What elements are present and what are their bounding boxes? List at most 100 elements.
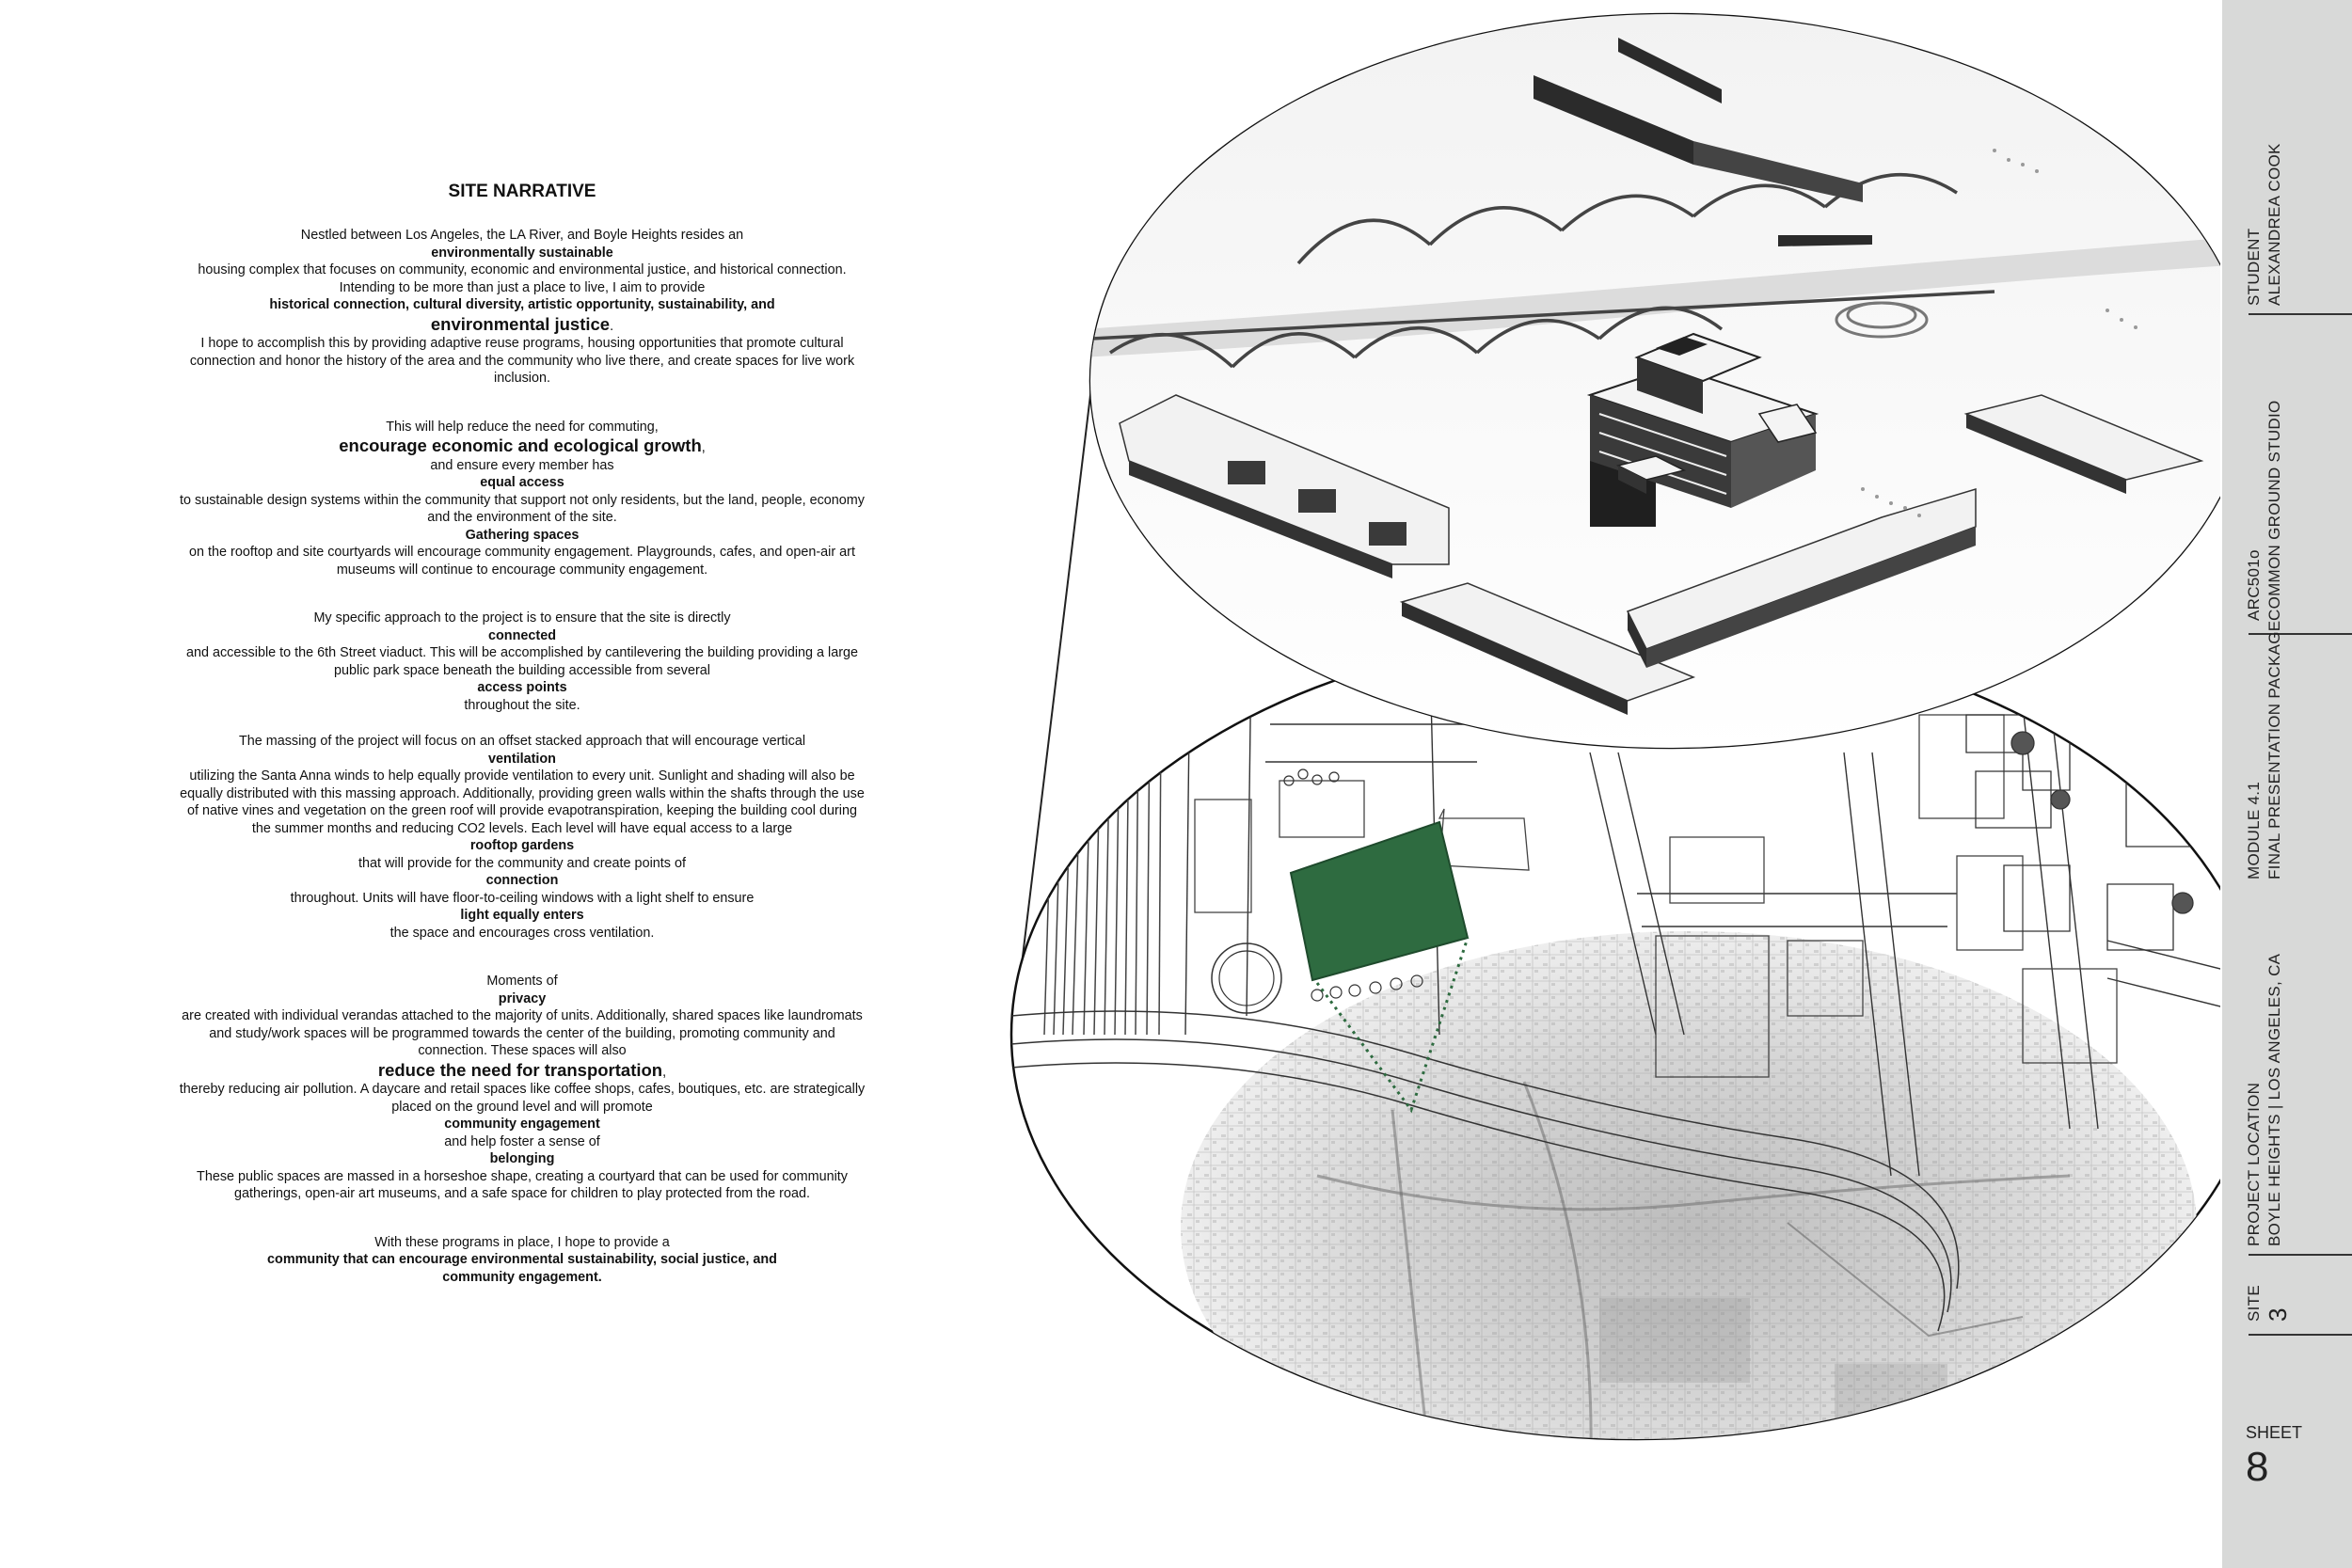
viaduct (1090, 173, 1995, 369)
narrative-paragraph-4: The massing of the project will focus on… (141, 733, 903, 942)
narrative-emphasis: historical connection, cultural diversit… (269, 297, 775, 312)
narrative-text: museums will continue to encourage commu… (336, 562, 708, 578)
sheet-label: SHEET (2246, 1423, 2303, 1442)
narrative-text: and help foster a sense of (444, 1133, 600, 1149)
narrative-text: Nestled between Los Angeles, the LA Rive… (300, 228, 744, 243)
narrative-emphasis: reduce the need for transportation (377, 1059, 663, 1080)
narrative-text: the space and encourages cross ventilati… (389, 925, 655, 941)
narrative-text: housing complex that focuses on communit… (198, 262, 847, 277)
narrative-text: The massing of the project will focus on… (238, 734, 806, 749)
narrative-text: are created with individual verandas att… (182, 1008, 863, 1023)
narrative-text: With these programs in place, I hope to … (374, 1234, 670, 1250)
narrative-text: and study/work spaces will be programmed… (209, 1025, 835, 1041)
title-block-divider (2249, 1334, 2352, 1336)
site-label: SITE (2245, 1285, 2263, 1322)
narrative-emphasis: environmentally sustainable (431, 245, 613, 261)
location-info: PROJECT LOCATION BOYLE HEIGHTS | LOS ANG… (2244, 954, 2285, 1246)
cylinder-edge-left (1015, 371, 1094, 1012)
narrative-paragraph-3: My specific approach to the project is t… (141, 610, 903, 714)
narrative-text: and ensure every member has (430, 457, 614, 473)
tree-symbols (1283, 768, 1423, 1002)
spiral-ramp (1835, 301, 1929, 339)
model-trees (1861, 149, 2137, 517)
narrative-text: and accessible to the 6th Street viaduct… (185, 645, 859, 660)
narrative-text: Moments of (486, 974, 558, 989)
narrative-text: public park space beneath the building a… (334, 662, 710, 678)
narrative-paragraph-2: This will help reduce the need for commu… (141, 419, 903, 579)
student-label: STUDENT (2245, 228, 2263, 306)
site-info: SITE 3 (2244, 1285, 2292, 1322)
narrative-emphasis: belonging (489, 1151, 555, 1166)
narrative-closing: community that can encourage environment… (267, 1252, 777, 1267)
narrative-text: These public spaces are massed in a hors… (197, 1168, 848, 1184)
aerial-photo (1181, 931, 2197, 1439)
title-block-divider (2249, 1254, 2352, 1256)
narrative-emphasis: connected (488, 627, 556, 643)
location-name: BOYLE HEIGHTS | LOS ANGELES, CA (2265, 953, 2283, 1246)
narrative-emphasis: access points (477, 680, 567, 695)
course-code: ARC501o (2245, 549, 2263, 621)
narrative-emphasis: rooftop gardens (469, 838, 575, 853)
course-name: COMMON GROUND STUDIO (2265, 400, 2283, 621)
narrative-text: . (610, 318, 614, 334)
narrative-text: , (662, 1064, 667, 1080)
narrative-text: throughout the site. (464, 697, 580, 713)
narrative-text: connection. These spaces will also (418, 1043, 627, 1058)
narrative-paragraph-6: With these programs in place, I hope to … (141, 1234, 903, 1287)
location-label: PROJECT LOCATION (2245, 1082, 2263, 1246)
module-name: FINAL PRESENTATION PACKAGE (2265, 620, 2283, 879)
massing-buildings (1119, 38, 2204, 715)
student-info: STUDENT ALEXANDREA COOK (2244, 143, 2285, 306)
narrative-text: This will help reduce the need for commu… (386, 419, 659, 435)
narrative-emphasis: community engagement (444, 1117, 600, 1132)
narrative-emphasis: encourage economic and ecological growth (339, 436, 702, 455)
narrative-text: that will provide for the community and … (358, 855, 686, 871)
title-block-divider (2249, 633, 2352, 635)
narrative-emphasis: Gathering spaces (465, 527, 580, 543)
narrative-text: of native vines and vegetation on the gr… (186, 803, 857, 818)
narrative-closing: community engagement. (442, 1269, 602, 1285)
site-drawing (1009, 12, 2220, 1441)
narrative-text: thereby reducing air pollution. A daycar… (179, 1082, 866, 1097)
module-label: MODULE 4.1 (2245, 781, 2263, 879)
narrative-emphasis: connection (485, 873, 559, 888)
narrative-text: on the rooftop and site courtyards will … (189, 545, 855, 560)
narrative-paragraph-5: Moments of privacy are created with indi… (141, 973, 903, 1203)
narrative-text: to sustainable design systems within the… (180, 492, 865, 508)
title-block-divider (2249, 313, 2352, 315)
narrative-emphasis: light equally enters (460, 908, 584, 923)
narrative-emphasis: equal access (480, 475, 564, 490)
narrative-emphasis: privacy (498, 990, 547, 1006)
narrative-text: Intending to be more than just a place t… (339, 279, 706, 295)
project-building-model (1586, 332, 1820, 527)
site-number: 3 (2264, 1307, 2292, 1322)
site-leader-line (1315, 937, 1470, 1114)
site-narrative: SITE NARRATIVE Nestled between Los Angel… (141, 182, 903, 1286)
narrative-text: equally distributed with this massing ap… (180, 785, 865, 801)
narrative-text: throughout. Units will have floor-to-cei… (290, 890, 755, 906)
roundabout (1211, 942, 1282, 1014)
narrative-text: gatherings, open-air art museums, and a … (234, 1186, 810, 1201)
site-plan (1009, 628, 2220, 1441)
module-info: MODULE 4.1 FINAL PRESENTATION PACKAGE (2244, 621, 2285, 879)
narrative-text: the summer months and reducing CO2 level… (251, 820, 793, 836)
narrative-title: SITE NARRATIVE (448, 182, 596, 201)
narrative-text: placed on the ground level and will prom… (391, 1099, 653, 1115)
sheet-number: 8 (2246, 1444, 2269, 1490)
river-edge (1090, 235, 2220, 357)
freeway-curve (1011, 1010, 1960, 1332)
massing-model (1089, 12, 2220, 750)
narrative-text: , (701, 440, 706, 455)
narrative-emphasis: environmental justice (430, 313, 611, 334)
student-name: ALEXANDREA COOK (2265, 143, 2283, 306)
narrative-paragraph-1: Nestled between Los Angeles, the LA Rive… (141, 227, 903, 388)
narrative-text: I hope to accomplish this by providing a… (200, 336, 844, 351)
narrative-text: My specific approach to the project is t… (313, 610, 731, 626)
narrative-text: utilizing the Santa Anna winds to help e… (189, 768, 855, 784)
narrative-text: inclusion. (494, 371, 550, 386)
narrative-emphasis: ventilation (488, 751, 556, 767)
title-block (2222, 0, 2352, 1568)
narrative-text: and the environment of the site. (427, 510, 617, 525)
course-info: ARC501o COMMON GROUND STUDIO (2244, 400, 2285, 621)
narrative-text: connection and honor the history of the … (189, 353, 855, 369)
